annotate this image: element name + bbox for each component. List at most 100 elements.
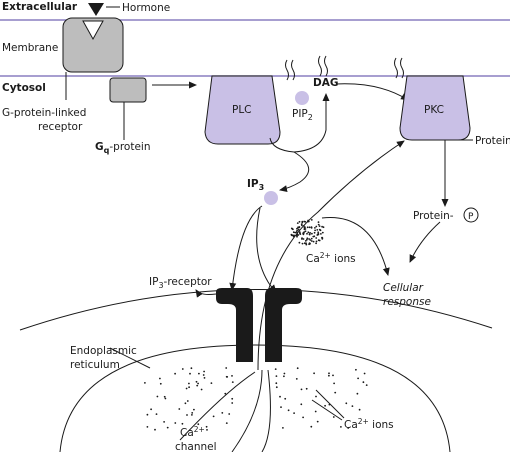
er-calcium-dot bbox=[198, 372, 200, 375]
label-er-line2: reticulum bbox=[70, 359, 120, 371]
calcium-ion-dot bbox=[321, 225, 323, 228]
calcium-ion-dot bbox=[304, 240, 307, 242]
er-calcium-dot bbox=[324, 404, 326, 407]
er-calcium-dot bbox=[300, 403, 303, 406]
gprotein-shape bbox=[109, 77, 147, 103]
er-calcium-dot bbox=[347, 427, 350, 429]
calcium-ion-dot bbox=[306, 237, 309, 240]
calcium-ion-dot bbox=[303, 242, 306, 245]
calcium-ion-dot bbox=[296, 227, 298, 230]
er-calcium-dot bbox=[156, 395, 159, 398]
er-calcium-dot bbox=[202, 374, 205, 376]
er-calcium-dot bbox=[154, 428, 156, 431]
er-calcium-dot bbox=[164, 397, 167, 400]
calcium-ion-dot bbox=[309, 239, 312, 241]
er-outer-membrane bbox=[19, 289, 493, 331]
label-er-line1: Endoplasmic bbox=[70, 345, 137, 357]
er-calcium-dot bbox=[287, 409, 290, 412]
calcium-ion-dot bbox=[298, 220, 301, 223]
ip3-receptor-pointer bbox=[195, 289, 217, 298]
er-calcium-dot bbox=[332, 374, 334, 377]
calcium-ion-dot bbox=[296, 229, 298, 232]
er-calcium-dot bbox=[334, 391, 337, 394]
er-calcium-dot bbox=[358, 408, 361, 411]
er-calcium-dot bbox=[203, 377, 206, 379]
er-calcium-dot bbox=[363, 372, 366, 375]
calcium-ion-dot bbox=[301, 242, 304, 245]
calcium-ion-dot bbox=[295, 231, 298, 233]
calcium-ion-dot bbox=[310, 240, 313, 242]
er-calcium-dot bbox=[284, 397, 287, 400]
ca-ions-leader-1 bbox=[311, 399, 343, 421]
calcium-ion-dot bbox=[313, 231, 316, 234]
er-calcium-dot bbox=[189, 372, 191, 375]
er-calcium-dot bbox=[186, 400, 189, 402]
er-inner-membrane bbox=[59, 344, 451, 452]
er-calcium-dot bbox=[328, 374, 330, 377]
er-calcium-dot bbox=[225, 422, 228, 424]
label-gprotein: Gq-protein bbox=[95, 141, 150, 155]
label-ca-ions-upper: Ca2+ ions bbox=[306, 251, 356, 265]
phosphate-icon bbox=[463, 207, 479, 223]
receptor-shape bbox=[62, 17, 124, 73]
er-calcium-dot bbox=[275, 382, 278, 385]
calcium-ion-dot bbox=[308, 238, 310, 240]
er-calcium-dot bbox=[190, 367, 193, 370]
er-calcium-dot bbox=[159, 382, 162, 385]
er-calcium-dot bbox=[146, 413, 149, 416]
calcium-ion-dot bbox=[318, 225, 321, 228]
calcium-ion-dot bbox=[301, 224, 303, 227]
hormone-icon bbox=[88, 3, 104, 16]
calcium-ion-dot bbox=[309, 232, 311, 234]
calcium-ion-dot bbox=[304, 226, 306, 229]
calcium-ion-dot bbox=[315, 242, 317, 245]
calcium-ion-dot bbox=[290, 227, 293, 230]
lipid-tail-1 bbox=[285, 59, 289, 81]
label-ca-channel-line1: Ca2+ bbox=[180, 425, 205, 439]
er-calcium-dot bbox=[275, 375, 278, 377]
calcium-ion-dot bbox=[292, 231, 295, 234]
calcium-ion-dot bbox=[321, 231, 324, 234]
calcium-ion-dot bbox=[312, 240, 315, 243]
calcium-ion-dot bbox=[308, 242, 311, 245]
calcium-ion-dot bbox=[306, 226, 309, 229]
label-receptor-line2: receptor bbox=[38, 121, 83, 133]
ip3-second-arrow bbox=[256, 207, 277, 293]
label-ca-ions-lower: Ca2+ ions bbox=[344, 417, 394, 431]
calcium-ion-dot bbox=[301, 220, 304, 223]
er-calcium-dot bbox=[333, 382, 335, 385]
calcium-ion-dot bbox=[321, 236, 323, 239]
calcium-ion-dot bbox=[314, 227, 316, 229]
label-phosphate: P bbox=[468, 212, 474, 222]
er-calcium-dot bbox=[155, 413, 158, 415]
er-calcium-dot bbox=[166, 426, 169, 429]
er-calcium-dot bbox=[163, 395, 166, 398]
er-calcium-dot bbox=[184, 402, 187, 405]
label-pip2: PIP2 bbox=[292, 108, 313, 122]
label-receptor-line1: G-protein-linked bbox=[2, 107, 86, 119]
label-extracellular: Extracellular bbox=[2, 1, 78, 13]
calcium-ion-dot bbox=[318, 228, 321, 231]
er-calcium-dot bbox=[310, 425, 313, 428]
calcium-ion-dot bbox=[307, 231, 310, 234]
calcium-ion-dot bbox=[304, 230, 307, 233]
calcium-ion-dot bbox=[316, 229, 319, 231]
er-calcium-dot bbox=[357, 377, 359, 380]
er-calcium-dot bbox=[362, 381, 365, 384]
label-ca-channel-line2: channel bbox=[175, 441, 217, 452]
er-calcium-dot bbox=[231, 397, 234, 400]
er-calcium-dot bbox=[174, 372, 177, 375]
er-calcium-dot bbox=[316, 420, 319, 423]
calcium-ion-dot bbox=[317, 232, 320, 235]
calcium-ion-dot bbox=[322, 226, 325, 229]
er-calcium-dot bbox=[181, 368, 184, 370]
er-calcium-dot bbox=[163, 421, 166, 423]
label-pkc: PKC bbox=[424, 104, 444, 116]
er-calcium-dot bbox=[224, 392, 227, 395]
calcium-ion-dot bbox=[294, 231, 297, 234]
er-calcium-dot bbox=[314, 410, 317, 413]
channel-path-1 bbox=[231, 369, 263, 452]
er-calcium-dot bbox=[221, 412, 224, 414]
er-calcium-dot bbox=[206, 429, 208, 431]
